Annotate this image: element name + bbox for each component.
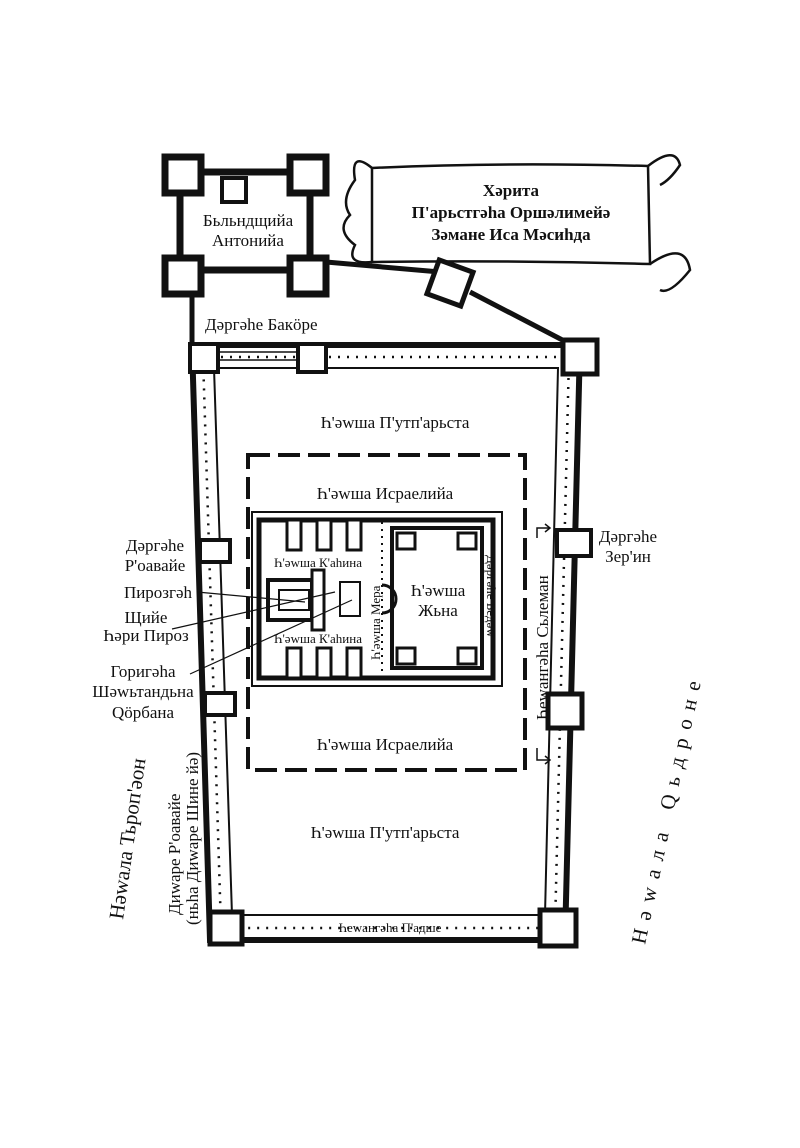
title-line-3: Зәмане Иса Мәсиһда: [431, 225, 591, 244]
label-solomon-portico: Һеwангәһа Сьлеман: [533, 575, 552, 720]
label-sacrifice-2: Шәwьтандьна: [92, 682, 194, 701]
label-priests-court-top: Һ'әwша К'аһина: [274, 555, 362, 570]
label-holy-place-1: Щийе: [125, 608, 168, 627]
arrow-icon: [536, 748, 552, 765]
label-gate-beautiful: Дәргәһе Ьедәw: [484, 555, 499, 638]
title-line-2: П'арьстгәһа Оршәлимейә: [412, 203, 611, 222]
label-gate-roavaye-1: Дәргәһе: [126, 536, 184, 555]
label-gate-bakore: Дәргәһе Бакӧре: [205, 315, 318, 334]
label-women-court-1: Һ'әwша: [411, 581, 466, 600]
label-priests-court-bottom: Һ'әwша К'аһина: [274, 631, 362, 646]
inner-temple: [251, 511, 503, 687]
israel-court-boundary: [246, 453, 527, 772]
label-sacrifice-1: Горигәһа: [111, 662, 176, 681]
label-gate-zerin-2: Зер'ин: [605, 547, 651, 566]
label-gentiles-court-top: Һ'әwша П'утп'арьста: [321, 413, 470, 432]
title-scroll: Хәрита П'арьстгәһа Оршәлимейә Зәмане Иса…: [342, 154, 692, 293]
arrow-icon: [536, 523, 552, 538]
label-holy-place-2: Һәри Пироз: [103, 626, 189, 645]
city-walls: [189, 256, 574, 348]
temple-outer-wall: [188, 337, 600, 949]
label-gentiles-court-bottom: Һ'әwша П'утп'арьста: [311, 823, 460, 842]
label-israel-court-top: Һ'әwша Исраелийа: [317, 484, 454, 503]
label-west-wall-2: (ньһа Диwаре Шине йә): [183, 752, 202, 925]
label-tyropoeon: Нәwала Тьроп'әон: [104, 757, 150, 921]
label-kidron: Нәwала Qьдроне: [626, 670, 707, 946]
label-gate-roavaye-2: Р'оавайе: [125, 556, 186, 575]
label-antonia-2: Антонийа: [212, 231, 284, 250]
label-royal-portico: Һеwангәһа П'адше: [339, 920, 442, 935]
label-women-court-2: Жьна: [418, 601, 458, 620]
leader-lines: [171, 591, 353, 675]
label-men-court: Һ'әwша Мера: [368, 585, 383, 660]
label-sacrifice-3: Qӧрбана: [112, 703, 175, 722]
label-antonia-1: Бьльндщийа: [203, 211, 294, 230]
antonia-fortress: [161, 153, 330, 298]
label-altar: Пирозгәһ: [124, 583, 193, 602]
label-west-wall-1: Диwаре Р'оавайе: [165, 794, 184, 915]
label-gate-zerin-1: Дәргәһе: [599, 527, 657, 546]
title-line-1: Хәрита: [483, 181, 540, 200]
label-israel-court-bottom: Һ'әwша Исраелийа: [317, 735, 454, 754]
